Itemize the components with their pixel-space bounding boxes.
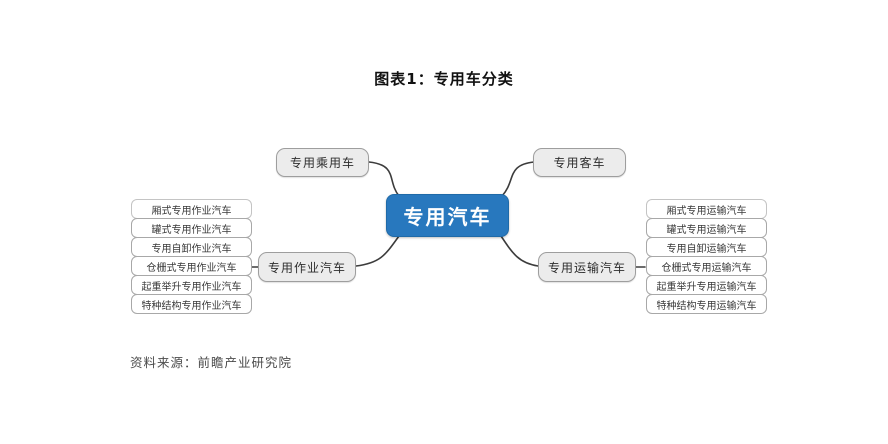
center-node: 专用汽车 bbox=[386, 194, 509, 237]
branch-label: 专用客车 bbox=[553, 156, 606, 170]
leaf-item: 起重举升专用作业汽车 bbox=[131, 275, 252, 295]
link-center-topleft bbox=[368, 161, 400, 197]
branch-label: 专用作业汽车 bbox=[267, 260, 346, 275]
leaf-item: 罐式专用运输汽车 bbox=[646, 218, 767, 238]
transport-vehicle-subtypes: 厢式专用运输汽车 罐式专用运输汽车 专用自卸运输汽车 仓栅式专用运输汽车 起重举… bbox=[646, 199, 767, 314]
branch-transport-vehicle: 专用运输汽车 bbox=[538, 252, 636, 282]
figure-title: 图表1：专用车分类 bbox=[374, 70, 514, 88]
leaf-item: 仓栅式专用运输汽车 bbox=[646, 256, 767, 276]
leaf-item: 专用自卸运输汽车 bbox=[646, 237, 767, 257]
leaf-item: 罐式专用作业汽车 bbox=[131, 218, 252, 238]
branch-label: 专用运输汽车 bbox=[547, 260, 626, 275]
link-center-midleft bbox=[355, 235, 400, 267]
work-vehicle-subtypes: 厢式专用作业汽车 罐式专用作业汽车 专用自卸作业汽车 仓栅式专用作业汽车 起重举… bbox=[131, 199, 252, 314]
branch-label: 专用乘用车 bbox=[289, 156, 355, 170]
branch-bus: 专用客车 bbox=[533, 148, 626, 177]
branch-work-vehicle: 专用作业汽车 bbox=[258, 252, 356, 282]
center-node-label: 专用汽车 bbox=[403, 205, 492, 229]
link-center-midright bbox=[500, 235, 539, 267]
leaf-item: 专用自卸作业汽车 bbox=[131, 237, 252, 257]
data-source-note: 资料来源：前瞻产业研究院 bbox=[130, 355, 293, 370]
leaf-item: 仓栅式专用作业汽车 bbox=[131, 256, 252, 276]
link-center-topright bbox=[501, 161, 535, 197]
leaf-item: 起重举升专用运输汽车 bbox=[646, 275, 767, 295]
leaf-item: 特种结构专用作业汽车 bbox=[131, 294, 252, 314]
leaf-item: 厢式专用运输汽车 bbox=[646, 199, 767, 219]
branch-passenger-car: 专用乘用车 bbox=[276, 148, 369, 177]
leaf-item: 厢式专用作业汽车 bbox=[131, 199, 252, 219]
leaf-item: 特种结构专用运输汽车 bbox=[646, 294, 767, 314]
